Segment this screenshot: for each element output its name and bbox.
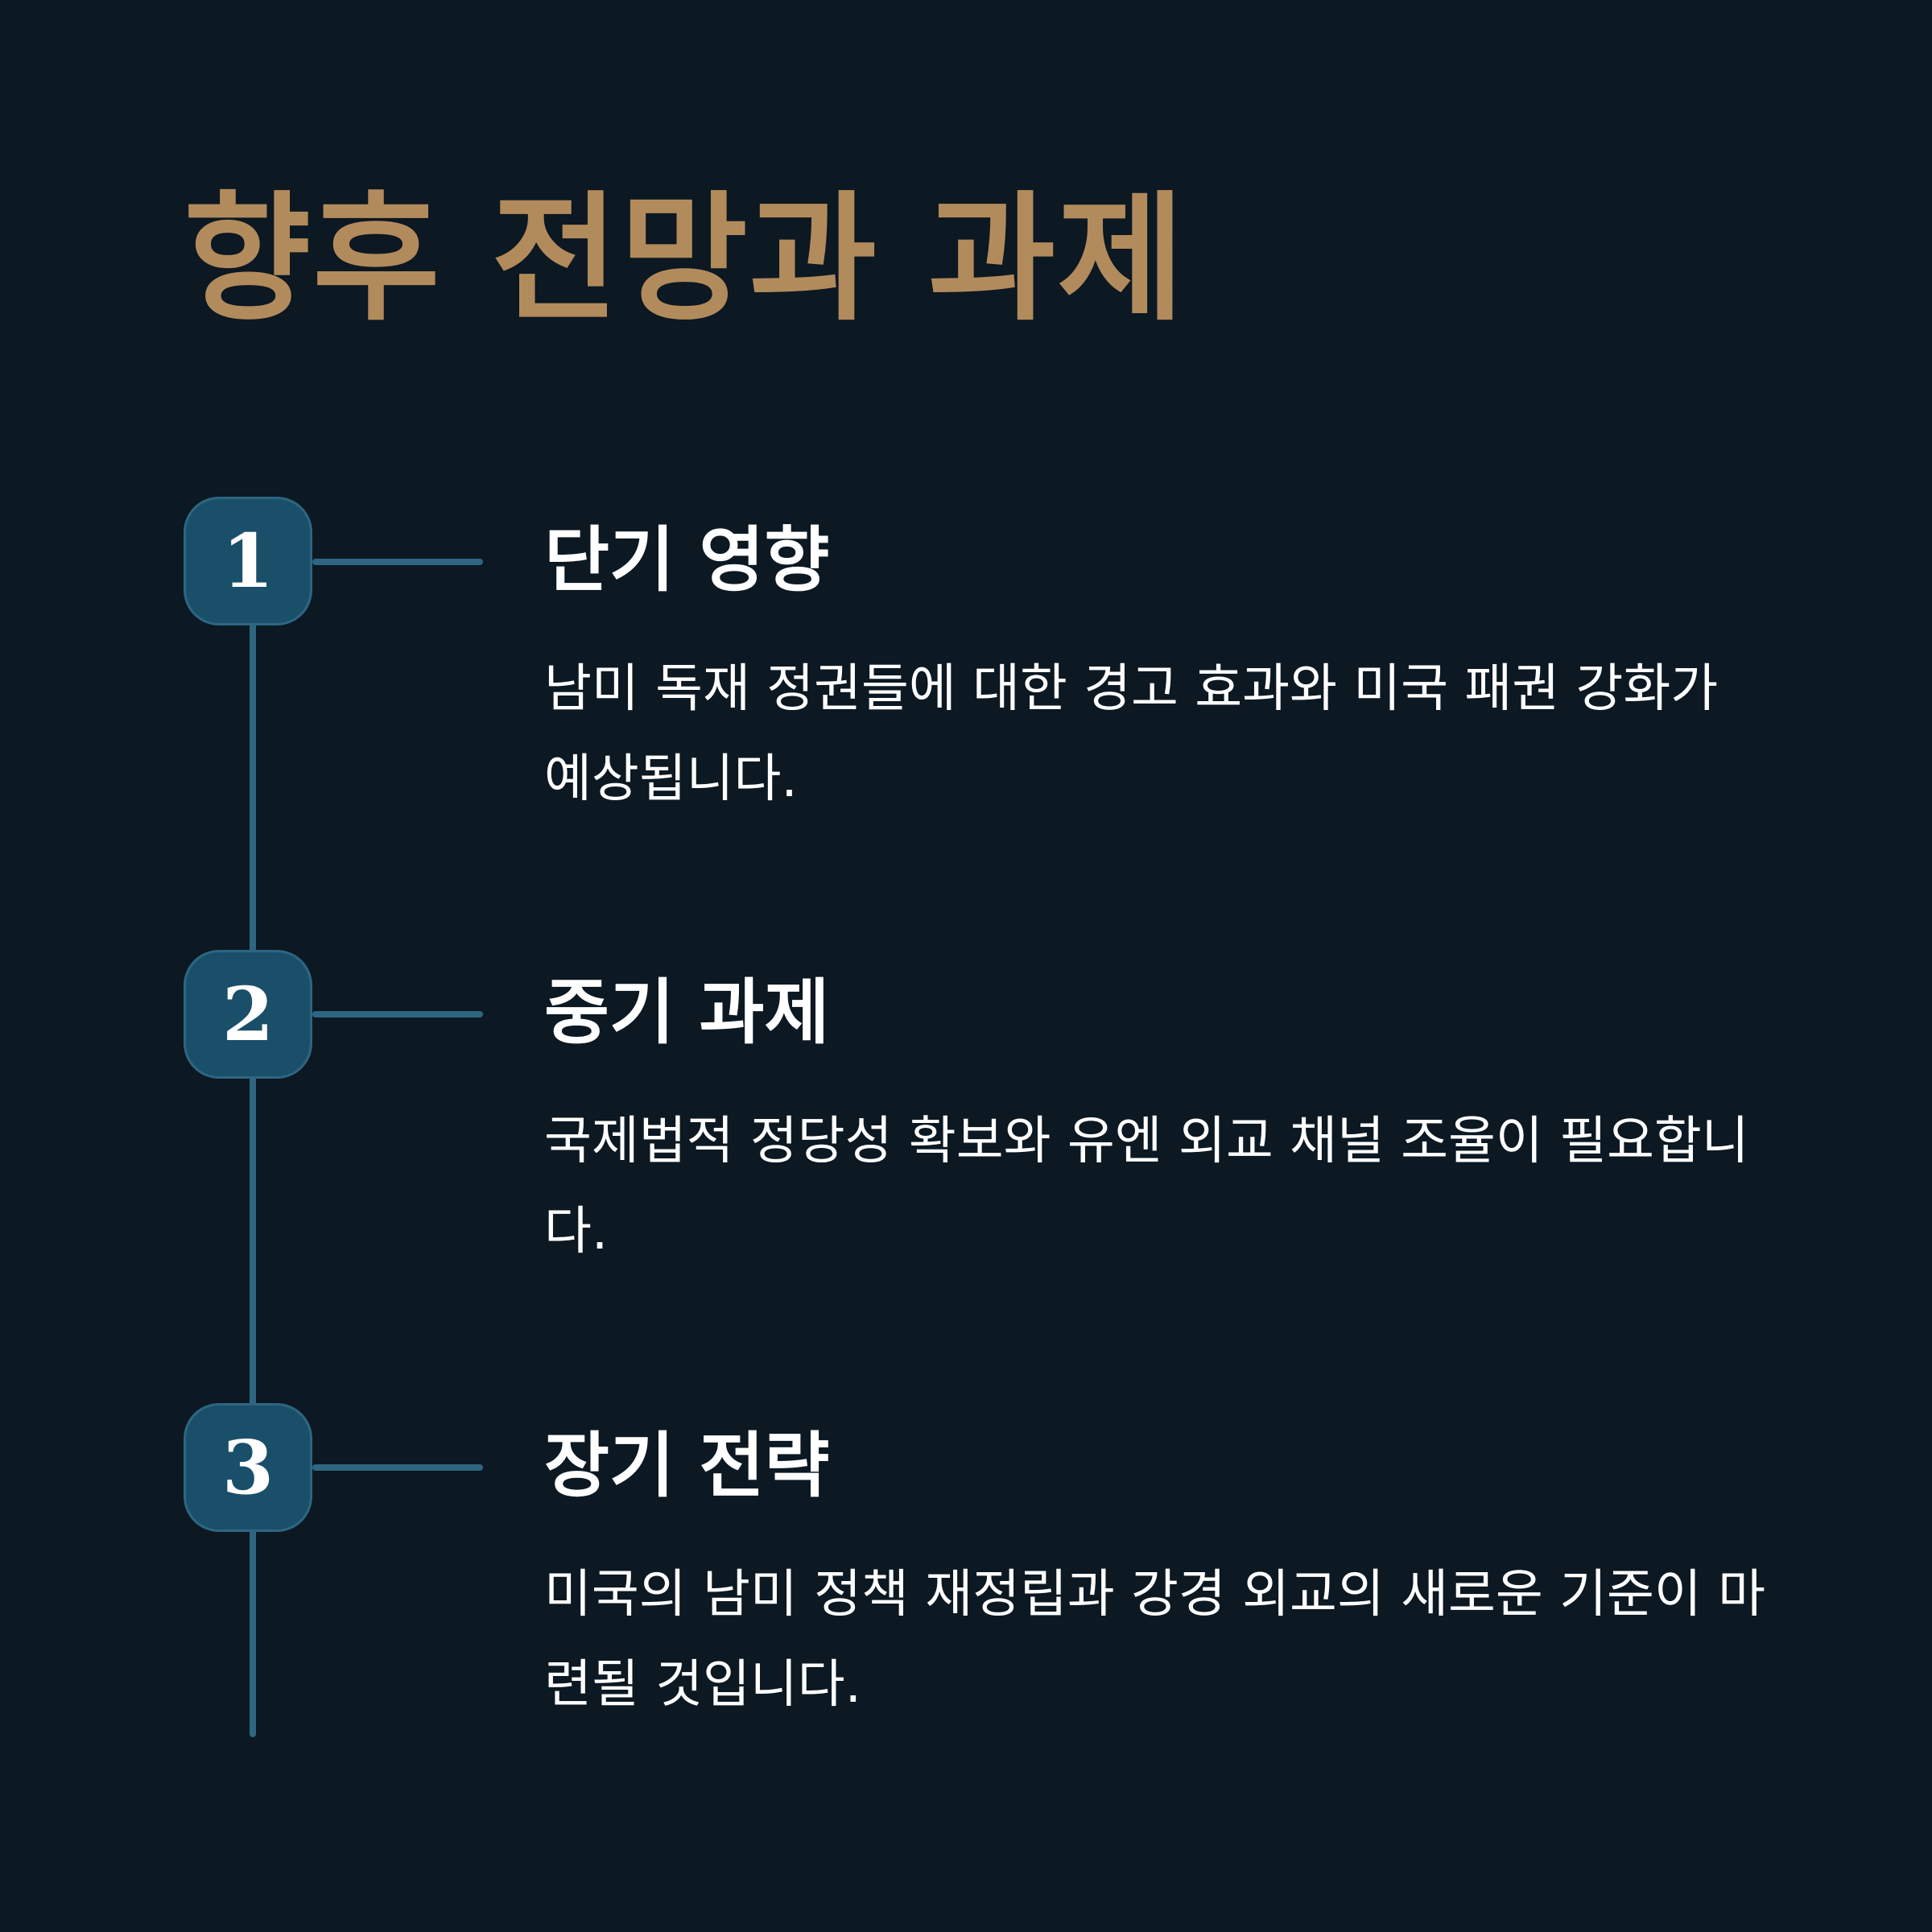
timeline-line — [250, 564, 256, 1737]
step-number: 2 — [221, 971, 274, 1058]
step-badge-2: 2 — [184, 950, 312, 1079]
step-badge-3: 3 — [184, 1403, 312, 1532]
step-badge-1: 1 — [184, 497, 312, 625]
connector-line-1 — [312, 559, 483, 565]
step-body-short-term: 남미 독재 정권들에 대한 경고 효과와 미국 패권 강화가 예상됩니다. — [544, 659, 1719, 809]
connector-line-2 — [312, 1011, 483, 1018]
step-body-mid-term: 국제법적 정당성 확보와 유엔 외교 채널 조율이 필요합니다. — [544, 1112, 1749, 1261]
step-body-long-term: 미국의 남미 정책 재정립과 강경 외교의 새로운 기준이 마련될 것입니다. — [544, 1565, 1765, 1715]
step-heading-long-term: 장기 전략 — [544, 1424, 830, 1507]
step-heading-mid-term: 중기 과제 — [544, 971, 830, 1054]
step-number: 1 — [221, 518, 274, 605]
step-heading-short-term: 단기 영향 — [544, 518, 830, 601]
connector-line-3 — [312, 1464, 483, 1471]
step-number: 3 — [221, 1424, 274, 1511]
page-title: 향후 전망과 과제 — [184, 178, 1187, 340]
